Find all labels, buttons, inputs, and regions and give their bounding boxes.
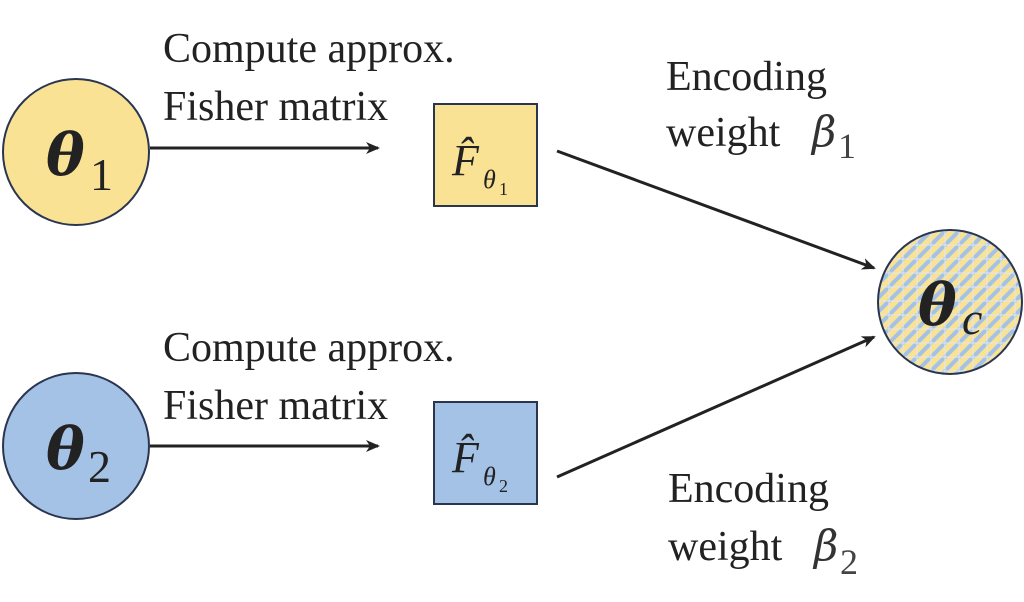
fisher-1-symbol: F̂ — [451, 136, 480, 185]
fisher-1-sub-symbol: θ — [483, 165, 496, 194]
weight-bottom-line2: weight — [668, 524, 783, 570]
edge-label-bottom: Compute approx. Fisher matrix — [163, 325, 455, 429]
weight-top-line2: weight — [666, 110, 781, 156]
weight-label-top: Encoding weight β 1 — [666, 54, 856, 166]
node-theta-c: θ c — [877, 229, 1023, 375]
fisher-box-2: F̂ θ 2 — [433, 401, 538, 505]
node-theta-2: θ 2 — [2, 372, 150, 520]
arrow-fisher2-to-thetac — [556, 335, 876, 479]
weight-bottom-beta: β — [812, 521, 838, 570]
fisher-2-sub-symbol: θ — [483, 462, 496, 491]
arrow-fisher1-to-thetac — [556, 149, 876, 270]
node-theta-2-symbol: θ — [46, 415, 85, 483]
edge-label-bottom-line1: Compute approx. — [163, 325, 455, 371]
node-theta-1: θ 1 — [2, 78, 150, 226]
fisher-2-sub-index: 2 — [499, 476, 508, 496]
weight-top-subscript: 1 — [838, 126, 856, 166]
node-theta-c-subscript: c — [962, 293, 982, 344]
fisher-1-sub-index: 1 — [499, 179, 508, 199]
edge-label-top-line2: Fisher matrix — [163, 84, 388, 130]
weight-bottom-subscript: 2 — [840, 542, 858, 582]
fisher-box-1: F̂ θ 1 — [433, 103, 538, 207]
fisher-2-symbol: F̂ — [451, 433, 480, 482]
weight-bottom-line1: Encoding — [668, 466, 829, 512]
node-theta-2-subscript: 2 — [88, 441, 111, 492]
weight-top-line1: Encoding — [666, 54, 827, 100]
node-theta-1-symbol: θ — [46, 121, 85, 189]
edge-label-top-line1: Compute approx. — [163, 26, 455, 72]
edge-label-bottom-line2: Fisher matrix — [163, 383, 388, 429]
weight-label-bottom: Encoding weight β 2 — [668, 466, 858, 582]
node-theta-1-subscript: 1 — [90, 149, 113, 200]
weight-top-beta: β — [810, 107, 836, 156]
edge-label-top: Compute approx. Fisher matrix — [163, 26, 455, 130]
node-theta-c-symbol: θ — [918, 271, 957, 339]
